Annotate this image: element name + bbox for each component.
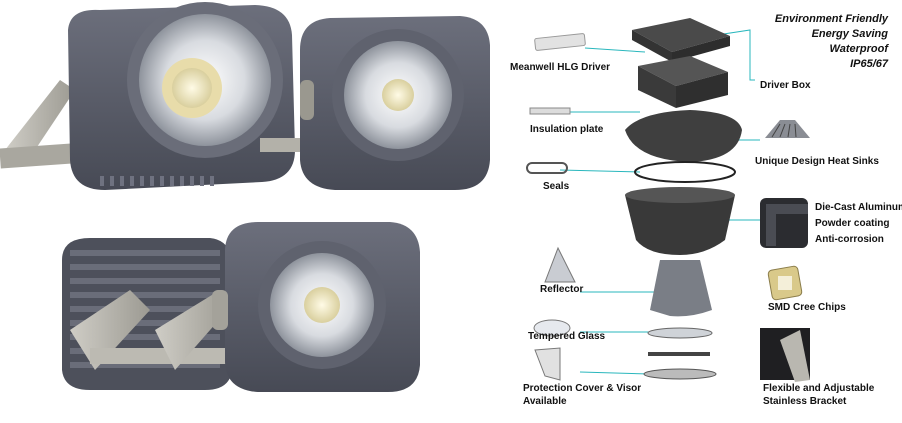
label-seals: Seals [543,181,570,192]
label-bracket-line2: Stainless Bracket [763,396,847,407]
product-photos [0,2,490,392]
label-die-cast: Die-Cast Aluminum [815,202,902,213]
floodlight-top-left [0,2,295,190]
label-anti-corrosion: Anti-corrosion [815,234,884,245]
insulation-plate-icon [529,107,571,115]
label-meanwell-driver: Meanwell HLG Driver [510,62,611,73]
driver-icon [534,33,586,51]
label-insulation-plate: Insulation plate [530,124,604,135]
reflector-icon [544,246,576,283]
led-chip-icon [767,265,803,301]
label-protection-cover: Protection Cover & Visor [523,383,642,394]
feature-item: Environment Friendly [774,13,888,25]
feature-item: IP65/67 [850,58,888,70]
exploded-stack [625,18,742,380]
floodlight-bottom-right [212,222,420,392]
visor-icon [534,347,561,381]
feature-item: Waterproof [829,43,888,55]
features-list: Environment Friendly Energy Saving Water… [775,12,888,72]
label-protection-available: Available [523,396,567,407]
label-reflector: Reflector [540,284,584,295]
floodlight-bottom-left [62,238,240,390]
label-smd-chips: SMD Cree Chips [768,302,846,313]
aluminum-corner-icon [760,198,808,248]
bracket-icon [760,328,810,382]
label-heat-sinks: Unique Design Heat Sinks [755,156,879,167]
feature-item: Energy Saving [811,28,888,40]
seals-icon [526,162,568,174]
label-powder-coating: Powder coating [815,218,890,229]
label-bracket-line1: Flexible and Adjustable [763,383,875,394]
tempered-glass-icon [533,319,571,337]
label-tempered-glass: Tempered Glass [528,331,606,342]
label-driver-box: Driver Box [760,80,811,91]
floodlight-top-right [260,16,490,190]
heat-sink-icon [765,120,810,138]
